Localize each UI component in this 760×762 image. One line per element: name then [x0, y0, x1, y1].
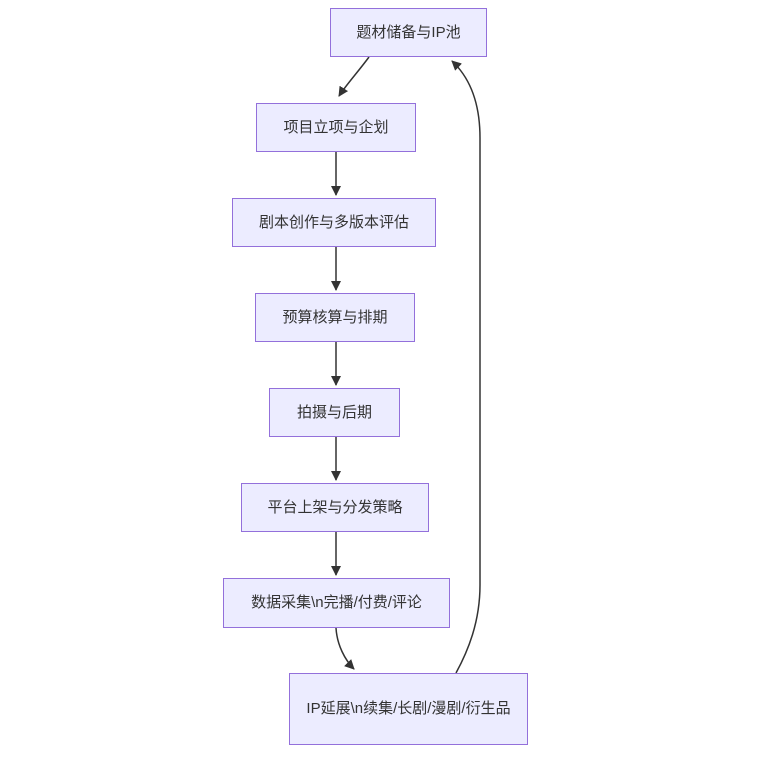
node-ip-pool: 题材储备与IP池 [330, 8, 487, 57]
edge-ip-extension-to-ip-pool-loopback [451, 60, 481, 674]
node-data-collection: 数据采集\n完播/付费/评论 [223, 578, 450, 628]
node-shooting-post-label: 拍摄与后期 [296, 403, 372, 421]
node-data-collection-label: 数据采集\n完播/付费/评论 [251, 594, 422, 611]
node-platform-distribution-label: 平台上架与分发策略 [267, 498, 403, 516]
node-shooting-post: 拍摄与后期 [269, 388, 400, 437]
node-ip-extension: IP延展\n续集/长剧/漫剧/衍生品 [289, 673, 528, 745]
node-script-creation-label: 剧本创作与多版本评估 [258, 213, 409, 231]
edge-data-to-ip-extension [335, 627, 355, 670]
node-budget-scheduling-label: 预算核算与排期 [282, 308, 388, 326]
node-budget-scheduling: 预算核算与排期 [255, 293, 415, 342]
edge-ip-pool-to-project [338, 56, 370, 97]
node-platform-distribution: 平台上架与分发策略 [241, 483, 429, 532]
node-project-planning: 项目立项与企划 [256, 103, 416, 152]
node-ip-extension-label: IP延展\n续集/长剧/漫剧/衍生品 [306, 700, 511, 717]
node-project-planning-label: 项目立项与企划 [283, 118, 389, 136]
node-script-creation: 剧本创作与多版本评估 [232, 198, 436, 247]
node-ip-pool-label: 题材储备与IP池 [356, 23, 461, 41]
